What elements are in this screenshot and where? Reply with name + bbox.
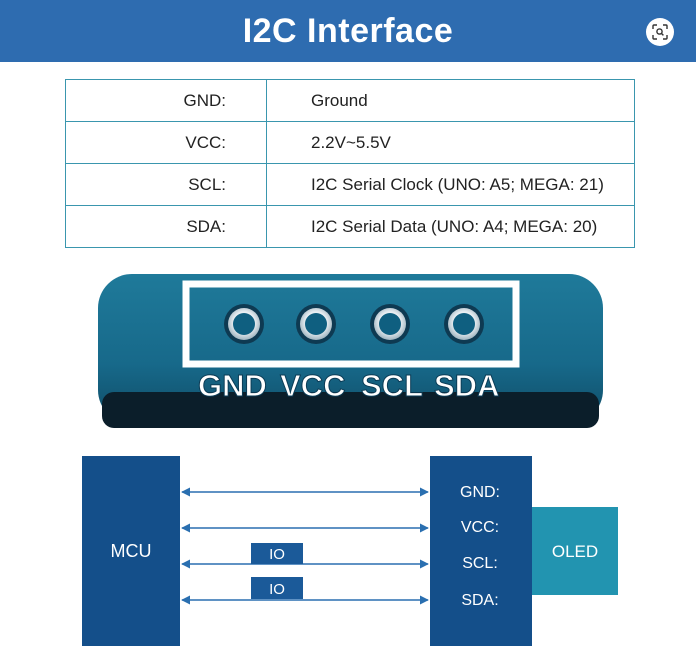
pin-description-table: GND: Ground VCC: 2.2V~5.5V SCL: I2C Seri… (65, 79, 635, 248)
io-label: IO (269, 546, 285, 563)
pin-description-cell: Ground (266, 79, 635, 122)
connector-pin-label: SDA: (461, 592, 498, 609)
page-title: I2C Interface (242, 11, 454, 50)
mcu-label: MCU (111, 541, 152, 561)
io-tag (251, 577, 303, 599)
header-banner: I2C Interface (0, 0, 696, 62)
table-row: SCL: I2C Serial Clock (UNO: A5; MEGA: 21… (65, 163, 635, 206)
oled-connector-block (430, 456, 532, 646)
pcb-underside (102, 392, 599, 428)
connector-pin-label: SCL: (462, 555, 498, 572)
table-row: GND: Ground (65, 79, 635, 122)
pin-name-cell: GND: (65, 79, 267, 122)
pin-description-cell: 2.2V~5.5V (266, 121, 635, 164)
io-label: IO (269, 581, 285, 598)
connector-pin-label: GND: (460, 484, 500, 501)
oled-label: OLED (552, 542, 598, 561)
pin-name-cell: SDA: (65, 205, 267, 248)
visual-search-button[interactable] (646, 18, 674, 46)
visual-search-icon (652, 24, 668, 40)
board-pin-label: SDA (434, 368, 499, 403)
table-row: VCC: 2.2V~5.5V (65, 121, 635, 164)
connector-pin-label: VCC: (461, 519, 499, 536)
pin-pad (444, 304, 484, 344)
pin-description-cell: I2C Serial Clock (UNO: A5; MEGA: 21) (266, 163, 635, 206)
oled-block (532, 507, 618, 595)
board-pin-label: GND (198, 368, 267, 403)
pin-pad (224, 304, 264, 344)
board-pin-label: VCC (280, 368, 345, 403)
pin-pad (370, 304, 410, 344)
pin-description-cell: I2C Serial Data (UNO: A4; MEGA: 20) (266, 205, 635, 248)
pin-name-cell: SCL: (65, 163, 267, 206)
board-pin-header-photo: GND VCC SCL SDA (98, 274, 603, 428)
io-tag (251, 543, 303, 564)
wiring-diagram: MCU GND: VCC: SCL: SDA: OLED IO IO (82, 456, 618, 646)
pin-pad (296, 304, 336, 344)
pin-name-cell: VCC: (65, 121, 267, 164)
board-pin-label: SCL (361, 368, 423, 403)
silkscreen-outline (182, 280, 520, 368)
mcu-block (82, 456, 180, 646)
table-row: SDA: I2C Serial Data (UNO: A4; MEGA: 20) (65, 205, 635, 248)
